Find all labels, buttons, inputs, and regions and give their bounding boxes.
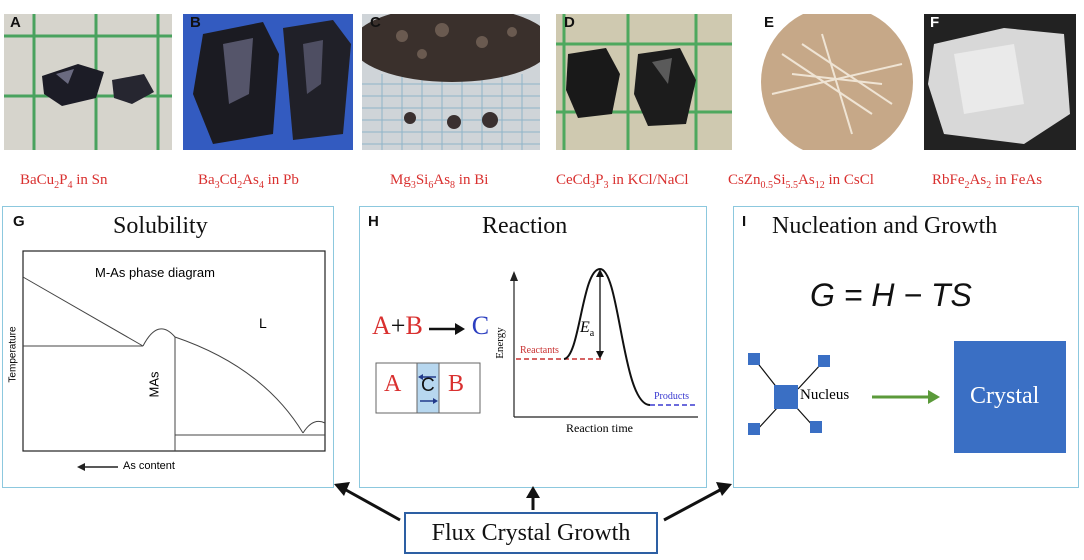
phase-diagram — [22, 250, 326, 471]
caption-part: 3 — [410, 180, 416, 191]
reactants-label: Reactants — [520, 345, 559, 356]
caption-part: in Pb — [263, 172, 299, 188]
monomer-1 — [748, 353, 760, 365]
caption-part: P — [595, 172, 604, 188]
eq-arrow-icon — [429, 313, 466, 343]
photo-d-label: D — [564, 14, 575, 31]
panel-g-title: Solubility — [113, 213, 208, 239]
caption-part: in Bi — [455, 172, 489, 188]
photo-c-label: C — [370, 14, 381, 31]
caption-part: 6 — [428, 180, 434, 191]
eq-b: B — [405, 311, 423, 340]
eq-a: A — [372, 311, 391, 340]
caption-part: CeCd — [556, 172, 591, 188]
caption-part: Mg — [390, 172, 411, 188]
caption-f: RbFe2As2 in FeAs — [932, 172, 1042, 191]
nucleus-square — [774, 385, 798, 409]
caption-part: P — [59, 172, 68, 188]
panel-h: H Reaction A+B C A C B Energy Reaction t… — [359, 206, 707, 488]
caption-part: in KCl/NaCl — [608, 172, 689, 188]
caption-part: 3 — [214, 180, 220, 191]
panel-g-label: G — [13, 213, 25, 230]
caption-part: 2 — [964, 180, 970, 191]
eq-c: C — [471, 311, 490, 340]
photo-d — [556, 14, 732, 150]
crystal-square — [954, 341, 1066, 453]
panel-i-label: I — [742, 213, 747, 230]
caption-part: in Sn — [72, 172, 108, 188]
energy-axis-label: Energy — [493, 327, 506, 359]
caption-d: CeCd3P3 in KCl/NaCl — [556, 172, 689, 191]
caption-part: As — [242, 172, 259, 188]
caption-part: 2 — [237, 180, 243, 191]
photo-f-label[interactable]: F — [930, 14, 940, 31]
photo-e — [752, 14, 922, 150]
nucleation-diagram — [748, 341, 1066, 453]
phase-diagram-title: M-As phase diagram — [95, 265, 215, 280]
box-b: B — [448, 371, 465, 397]
caption-part: 0.5 — [760, 180, 774, 191]
caption-c: Mg3Si6As8 in Bi — [390, 172, 488, 191]
gibbs-equation: G = H − TS — [810, 277, 972, 313]
caption-b: Ba3Cd2As4 in Pb — [198, 172, 299, 191]
monomer-4 — [810, 421, 822, 433]
caption-part: 12 — [814, 180, 825, 191]
caption-part: 3 — [603, 180, 609, 191]
nucleus-label: Nucleus — [800, 387, 850, 403]
caption-part: 4 — [67, 180, 73, 191]
caption-a: BaCu2P4 in Sn — [20, 172, 108, 191]
caption-part: CsZn — [728, 172, 761, 188]
phase-diagram-ylabel: Temperature — [7, 326, 19, 383]
activation-energy-label: Ea — [580, 319, 594, 339]
panel-h-label: H — [368, 213, 379, 230]
ea-symbol: E — [580, 319, 590, 336]
monomer-2 — [818, 355, 830, 367]
photo-e-label: E — [764, 14, 775, 31]
caption-part: As — [433, 172, 451, 188]
caption-part: in FeAs — [991, 172, 1043, 188]
photo-f — [924, 14, 1076, 150]
caption-part: 2 — [986, 180, 992, 191]
photo-b — [183, 14, 353, 150]
caption-part: in CsCl — [824, 172, 874, 188]
reaction-diagram — [375, 267, 698, 418]
panel-i-title: Nucleation and Growth — [772, 213, 998, 239]
ea-subscript: a — [589, 328, 595, 340]
photo-a-label: A — [10, 14, 21, 31]
caption-part: RbFe — [932, 172, 965, 188]
caption-part: As — [969, 172, 987, 188]
caption-e: CsZn0.5Si5.5As12 in CsCl — [728, 172, 874, 191]
monomer-3 — [748, 423, 760, 435]
products-label: Products — [654, 391, 689, 402]
panel-i: I Nucleation and Growth G = H − TS Nucle… — [733, 206, 1079, 488]
time-axis-label: Reaction time — [566, 421, 633, 435]
caption-part: 4 — [258, 180, 264, 191]
photo-c — [362, 14, 540, 150]
panel-g: G Solubility M-As phase diagram Temperat… — [2, 206, 334, 488]
caption-part: BaCu — [20, 172, 55, 188]
reaction-equation: A+B C — [372, 311, 489, 343]
photo-a — [4, 14, 172, 150]
caption-part: As — [798, 172, 815, 188]
caption-part: 3 — [590, 180, 596, 191]
caption-part: 2 — [54, 180, 60, 191]
crystal-label: Crystal — [970, 383, 1040, 409]
box-a: A — [384, 371, 402, 397]
caption-part: 8 — [450, 180, 456, 191]
panel-h-title: Reaction — [482, 213, 568, 239]
caption-part: Si — [773, 172, 786, 188]
caption-part: Si — [415, 172, 429, 188]
caption-part: 5.5 — [785, 180, 799, 191]
compound-label: MAs — [146, 371, 162, 398]
phase-diagram-xlabel: As content — [123, 460, 175, 472]
photo-b-label: B — [190, 14, 201, 31]
flux-crystal-growth-label: Flux Crystal Growth — [404, 512, 658, 554]
liquid-label: L — [259, 315, 267, 331]
box-c: C — [421, 375, 435, 396]
caption-part: Cd — [219, 172, 238, 188]
caption-part: Ba — [198, 172, 215, 188]
eq-plus: + — [390, 311, 406, 340]
